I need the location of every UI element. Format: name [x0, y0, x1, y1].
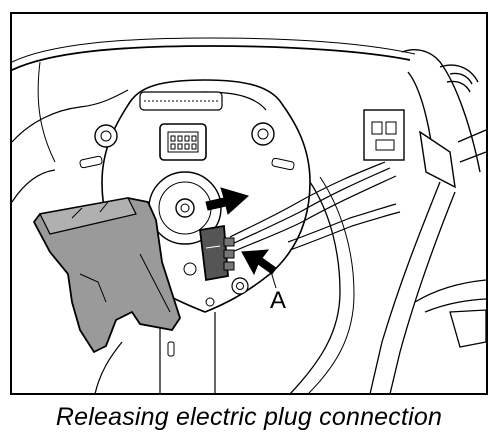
steering-wheel-rim [11, 45, 411, 71]
diagram-border [10, 12, 488, 395]
column-switch-connector [363, 109, 405, 161]
electric-plug [199, 224, 235, 282]
callout-leader [267, 261, 277, 289]
column-shroud [401, 49, 487, 189]
arrow-icon [205, 187, 249, 215]
figure-caption: Releasing electric plug connection [55, 403, 443, 431]
wiring-harness [229, 161, 401, 253]
removed-cover [32, 197, 181, 354]
callout-label-a: A [270, 287, 287, 314]
diagram-illustration [10, 12, 488, 395]
arrow-icon [241, 249, 277, 276]
